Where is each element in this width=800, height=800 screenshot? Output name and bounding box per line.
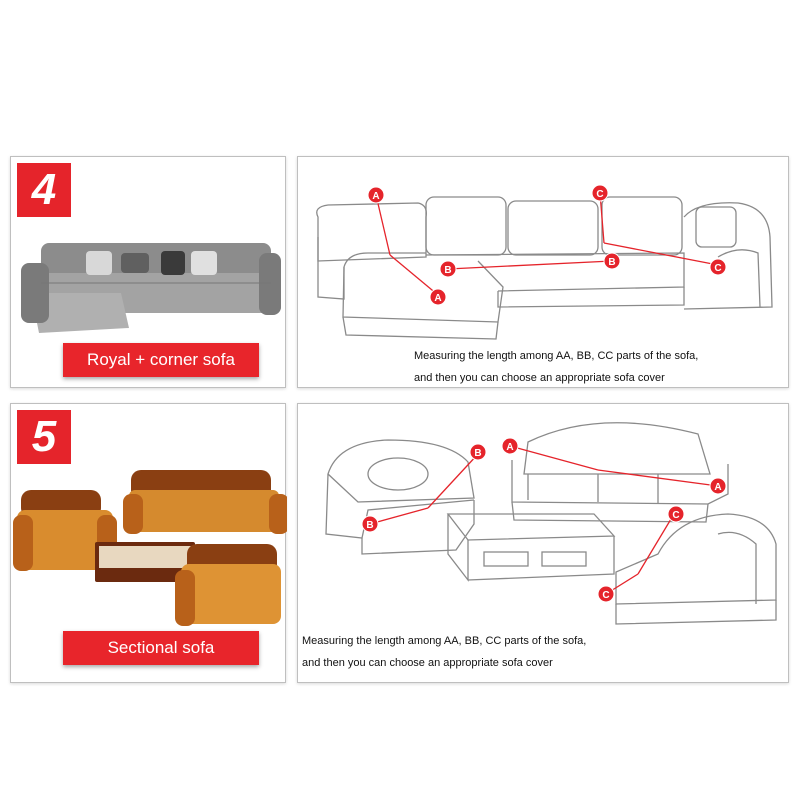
step-number-badge: 4 xyxy=(17,163,71,217)
marker-b-left: B xyxy=(439,260,457,278)
sofa-type-label: Royal + corner sofa xyxy=(63,343,259,377)
corner-sofa-photo xyxy=(21,243,281,333)
corner-sofa-measure-diagram-panel: A A B B C C Measuring the length among A… xyxy=(297,156,789,388)
svg-text:C: C xyxy=(672,510,679,521)
marker-a-right: A xyxy=(709,477,727,495)
svg-text:A: A xyxy=(372,191,379,202)
svg-text:B: B xyxy=(608,257,615,268)
svg-text:B: B xyxy=(444,265,451,276)
measurement-caption: Measuring the length among AA, BB, CC pa… xyxy=(414,345,698,389)
marker-c-top: C xyxy=(591,184,609,202)
sofa-type-label: Sectional sofa xyxy=(63,631,259,665)
marker-c-top: C xyxy=(667,505,685,523)
caption-line-2: and then you can choose an appropriate s… xyxy=(414,372,665,384)
svg-text:A: A xyxy=(714,482,721,493)
svg-text:C: C xyxy=(714,263,721,274)
sectional-sofa-panel: 5 Sectional sofa xyxy=(10,403,287,683)
sectional-sofa-photo xyxy=(13,470,287,626)
svg-text:A: A xyxy=(506,442,513,453)
marker-a-bottom: A xyxy=(429,288,447,306)
marker-a-left: A xyxy=(501,437,519,455)
measurement-caption: Measuring the length among AA, BB, CC pa… xyxy=(302,630,586,674)
corner-sofa-sketch: A A B B C C xyxy=(316,184,773,340)
svg-text:C: C xyxy=(602,590,609,601)
svg-text:B: B xyxy=(474,448,481,459)
step-number-badge: 5 xyxy=(17,410,71,464)
marker-a-top: A xyxy=(367,186,385,204)
marker-b-top: B xyxy=(469,443,487,461)
caption-line-1: Measuring the length among AA, BB, CC pa… xyxy=(414,350,699,362)
caption-line-1: Measuring the length among AA, BB, CC pa… xyxy=(302,635,587,647)
marker-c-bottom: C xyxy=(597,585,615,603)
svg-text:A: A xyxy=(434,293,441,304)
svg-text:C: C xyxy=(596,189,603,200)
svg-text:B: B xyxy=(366,520,373,531)
sectional-sofa-sketch: B B A A C C xyxy=(325,422,777,625)
royal-corner-sofa-panel: 4 Royal + corner sofa xyxy=(10,156,286,388)
marker-b-bottom: B xyxy=(361,515,379,533)
caption-line-2: and then you can choose an appropriate s… xyxy=(302,657,553,669)
marker-b-right: B xyxy=(603,252,621,270)
sectional-sofa-measure-diagram-panel: B B A A C C Measuring the length among A… xyxy=(297,403,789,683)
marker-c-right: C xyxy=(709,258,727,276)
